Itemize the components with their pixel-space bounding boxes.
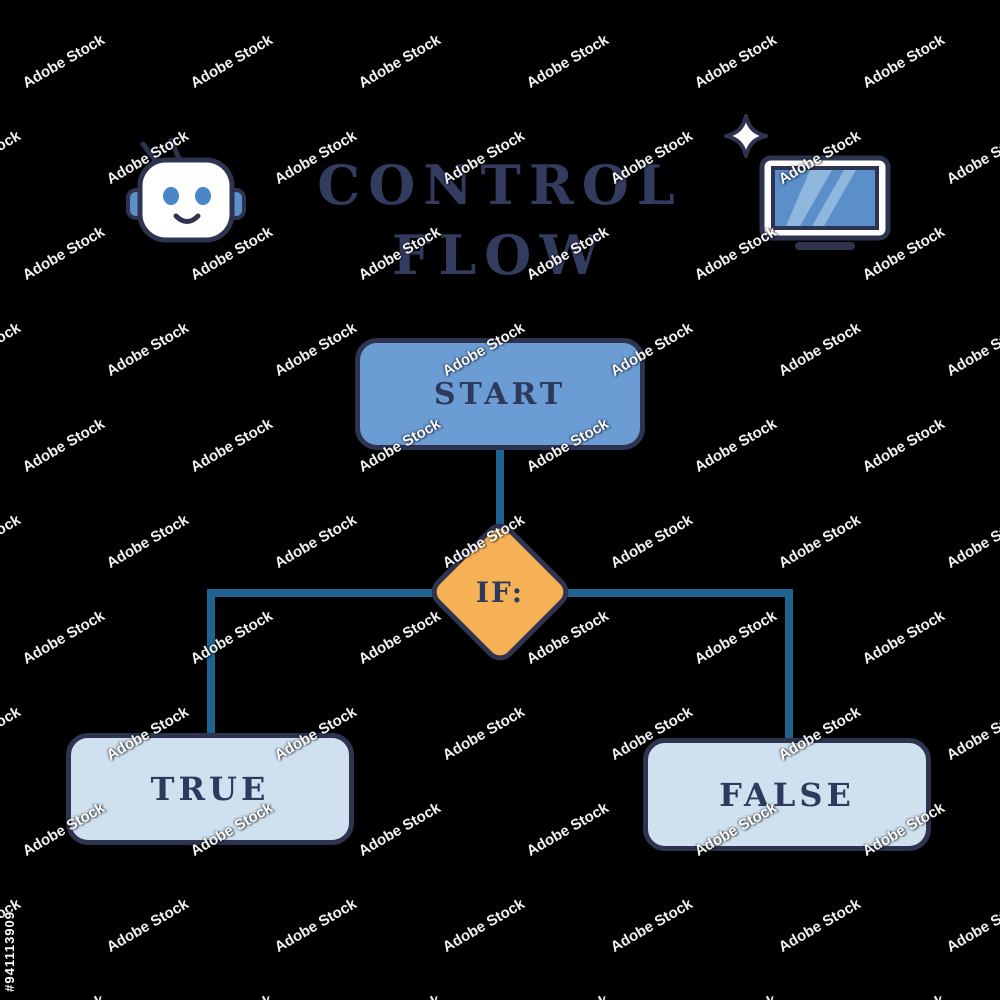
- start-node-label: START: [433, 376, 567, 412]
- watermark-text: Adobe Stock: [943, 703, 1000, 764]
- title-line-1: CONTROL: [317, 153, 683, 217]
- page-title: CONTROL FLOW: [0, 150, 1000, 290]
- watermark-text: Adobe Stock: [775, 895, 864, 956]
- condition-node-label: IF:: [475, 575, 525, 609]
- watermark-text: Adobe Stock: [439, 895, 528, 956]
- watermark-text: Adobe Stock: [439, 703, 528, 764]
- true-branch-label: TRUE: [150, 770, 270, 808]
- watermark-text: Adobe Stock: [19, 31, 108, 92]
- watermark-text: Adobe Stock: [188, 991, 276, 1000]
- watermark-text: Adobe Stock: [355, 607, 444, 668]
- watermark-text: Adobe Stock: [943, 895, 1000, 956]
- watermark-text: Adobe Stock: [271, 319, 360, 380]
- sparkle-icon: [723, 113, 769, 163]
- watermark-text: Adobe Stock: [187, 415, 276, 476]
- watermark-text: Adobe Stock: [0, 511, 24, 572]
- watermark-text: Adobe Stock: [0, 319, 24, 380]
- title-line-2: FLOW: [392, 223, 608, 288]
- watermark-text: Adobe Stock: [356, 991, 444, 1000]
- watermark-text: Adobe Stock: [859, 31, 948, 92]
- start-node: START: [355, 338, 645, 450]
- watermark-text: Adobe Stock: [355, 31, 444, 92]
- watermark-text: Adobe Stock: [859, 415, 948, 476]
- watermark-text: Adobe Stock: [0, 703, 24, 764]
- watermark-text: Adobe Stock: [607, 511, 696, 572]
- watermark-text: Adobe Stock: [692, 991, 780, 1000]
- watermark-text: Adobe Stock: [20, 991, 108, 1000]
- watermark-text: Adobe Stock: [775, 511, 864, 572]
- false-branch-label: FALSE: [719, 775, 855, 814]
- watermark-text: Adobe Stock: [523, 799, 612, 860]
- watermark-text: Adobe Stock: [691, 31, 780, 92]
- watermark-text: Adobe Stock: [103, 319, 192, 380]
- watermark-text: Adobe Stock: [19, 607, 108, 668]
- watermark-text: Adobe Stock: [103, 895, 192, 956]
- watermark-text: Adobe Stock: [103, 511, 192, 572]
- watermark-text: Adobe Stock: [775, 319, 864, 380]
- watermark-text: Adobe Stock: [187, 31, 276, 92]
- watermark-text: Adobe Stock: [691, 415, 780, 476]
- connector-to-true: [207, 589, 215, 739]
- false-branch-node: FALSE: [643, 738, 931, 851]
- watermark-text: Adobe Stock: [271, 895, 360, 956]
- robot-head-icon: [110, 137, 260, 260]
- watermark-text: Adobe Stock: [691, 607, 780, 668]
- watermark-text: Adobe Stock: [271, 511, 360, 572]
- connector-start-to-condition: [496, 448, 504, 560]
- watermark-text: Adobe Stock: [943, 511, 1000, 572]
- watermark-text: Adobe Stock: [187, 607, 276, 668]
- watermark-text: Adobe Stock: [523, 31, 612, 92]
- true-branch-node: TRUE: [66, 733, 354, 845]
- connector-to-false: [785, 589, 793, 744]
- watermark-text: Adobe Stock: [19, 415, 108, 476]
- watermark-id: #941113909: [2, 911, 17, 992]
- watermark-text: Adobe Stock: [859, 607, 948, 668]
- watermark-text: Adobe Stock: [524, 991, 612, 1000]
- computer-monitor-icon: [750, 150, 900, 264]
- watermark-text: Adobe Stock: [607, 895, 696, 956]
- watermark-text: Adobe Stock: [355, 799, 444, 860]
- watermark-text: Adobe Stock: [860, 991, 948, 1000]
- watermark-text: Adobe Stock: [943, 319, 1000, 380]
